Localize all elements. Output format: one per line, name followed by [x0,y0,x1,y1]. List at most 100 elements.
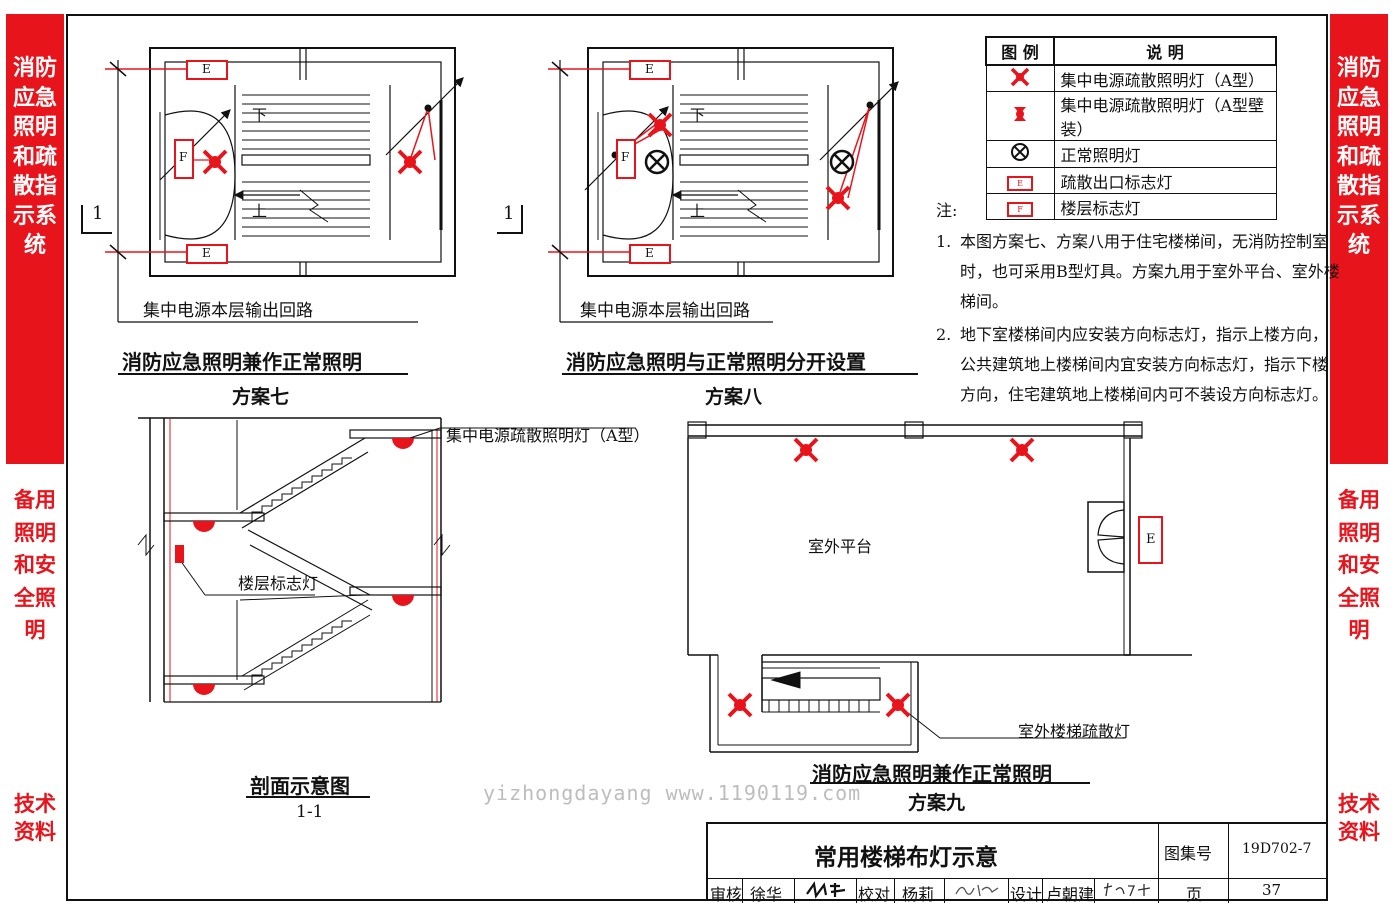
plan7-exit-sign-glyph: E [202,246,211,260]
legend-header-symbol: 图 例 [985,36,1055,66]
designer-name: 卢朝建 [1046,885,1095,904]
plan8-caption: 消防应急照明与正常照明分开设置 [566,350,866,374]
sidebar-section-bottom: 技术资料 [6,786,64,901]
plan9-exit-sign-glyph: E [1146,532,1156,547]
section-caption: 剖面示意图 [250,774,350,798]
page-number: 37 [1262,881,1282,899]
legend-header: 图 例 说 明 [985,36,1277,66]
legend-desc: 楼层标志灯 [1053,193,1277,220]
plan8-section-mark: 1 [503,203,515,224]
sidebar-section-top: 消防应急照明和疏散指示系统 [6,14,64,464]
legend-desc: 正常照明灯 [1053,140,1277,168]
sidebar-section-top: 消防应急照明和疏散指示系统 [1330,14,1388,464]
plan7-floor-sign-glyph: F [179,150,188,164]
section-mark: 1-1 [296,802,324,822]
watermark: yizhongdayang www.1190119.com [483,781,862,805]
plan8-floor-sign-icon [616,139,636,179]
designer-signature [1103,882,1151,897]
atlas-label: 图集号 [1164,844,1213,863]
caption-underlines [118,373,1090,798]
sidebar-section-mid: 备用照明和安全照明 [1330,476,1388,776]
plan7-lamp-icon [397,149,423,175]
legend-row: 集中电源疏散照明灯（A型壁装） [985,91,1277,141]
page-label: 页 [1186,885,1203,904]
plan8-exit-sign-bottom-icon [629,244,671,264]
design-label: 设计 [1010,885,1043,904]
legend-table: 图 例 说 明 集中电源疏散照明灯（A型） 集中电源疏散照明灯（A型壁装） 正常… [985,36,1277,220]
legend-row: 集中电源疏散照明灯（A型） [985,64,1277,92]
plan7-down-label: 下 [252,106,268,124]
plan8-up-label: 上 [690,202,706,220]
exit-sign-icon: E [1007,175,1033,191]
reviewer-signature [806,881,846,899]
plan8-scheme: 方案八 [705,386,763,408]
floor-sign-icon: F [1007,201,1033,217]
plan9-drawing [687,421,1192,753]
plan8-normal-light-icon [829,149,855,175]
plan7-drawing [81,47,464,323]
plan8-wall-lamp-icon [825,185,851,211]
plan8-drawing [497,47,899,323]
note-line: 时，也可采用B型灯具。方案九用于室外平台、室外楼 [960,262,1340,281]
legend-header-desc: 说 明 [1053,36,1277,66]
plan8-exit-sign-glyph: E [645,62,654,76]
plan7-exit-sign-bottom-icon [186,244,228,264]
check-label: 校对 [858,885,891,904]
plan7-section-mark: 1 [92,203,104,224]
plan8-exit-sign-glyph: E [645,246,654,260]
legend-row: 正常照明灯 [985,140,1277,168]
sidebar-section-mid: 备用照明和安全照明 [6,476,64,776]
reviewer-name: 徐华 [750,885,783,904]
plan9-stair-lamp-icon [727,692,753,718]
plan9-exit-sign-icon [1138,516,1163,564]
section-floor-sign-label: 楼层标志灯 [238,574,319,593]
note-line: 本图方案七、方案八用于住宅楼梯间，无消防控制室 [960,232,1329,251]
checker-name: 杨莉 [902,885,935,904]
lamp-a-icon [1010,67,1030,86]
plan7-lamp-icon [202,149,228,175]
plan8-floor-sign-glyph: F [621,150,630,164]
sheet-title: 常用楼梯布灯示意 [814,844,998,871]
title-block: 常用楼梯布灯示意 图集号 19D702-7 审核 徐华 校对 杨莉 设计 卢朝建… [706,822,1328,904]
plan9-stair-lamp-label: 室外楼梯疏散灯 [1018,722,1131,741]
plan9-stair-lamp-icon [885,692,911,718]
section-drawing [137,417,635,703]
plan7-up-label: 上 [252,202,268,220]
plan9-platform-label: 室外平台 [808,537,873,556]
plan8-exit-sign-top-icon [629,60,671,80]
note-item: 1. 本图方案七、方案八用于住宅楼梯间，无消防控制室 时，也可采用B型灯具。方案… [936,227,1340,311]
checker-signature [955,884,999,897]
legend-row: F 楼层标志灯 [985,193,1277,220]
plan9-caption: 消防应急照明兼作正常照明 [812,762,1052,786]
plan9-lamp-icon [1009,437,1035,463]
plan9-lamp-icon [793,437,819,463]
section-lamp-label: 集中电源疏散照明灯（A型） [446,426,650,445]
note-item: 2. 地下室楼梯间内应安装方向标志灯，指示上楼方向， 公共建筑地上楼梯间内宜安装… [936,320,1328,404]
plan9-scheme: 方案九 [908,792,966,814]
atlas-number: 19D702-7 [1242,841,1312,857]
plan8-circuit-label: 集中电源本层输出回路 [580,301,750,321]
note-line: 梯间。 [960,292,1009,311]
plan7-stair-treads [242,94,370,237]
legend-desc: 集中电源疏散照明灯（A型） [1053,64,1277,92]
note-line: 方向，住宅建筑地上楼梯间内可不装设方向标志灯。 [960,385,1329,404]
note-number: 2. [936,325,952,344]
legend-desc: 集中电源疏散照明灯（A型壁装） [1053,91,1277,141]
note-line: 地下室楼梯间内应安装方向标志灯，指示上楼方向， [960,325,1329,344]
drawing-frame [66,14,1328,901]
plan8-normal-light-icon [644,149,670,175]
legend-desc: 疏散出口标志灯 [1053,167,1277,194]
review-label: 审核 [710,885,743,904]
legend-row: E 疏散出口标志灯 [985,167,1277,194]
plan8-stair-treads [680,94,808,237]
notes-title: 注: [936,201,958,220]
sidebar-section-bottom: 技术资料 [1330,786,1388,901]
lamp-a-wall-icon [1014,107,1026,121]
normal-light-icon [1011,143,1029,161]
plan7-scheme: 方案七 [232,386,290,408]
plan7-circuit-label: 集中电源本层输出回路 [143,301,313,321]
plan8-down-label: 下 [690,106,706,124]
note-line: 公共建筑地上楼梯间内宜安装方向标志灯，指示下楼 [960,355,1329,374]
plan7-exit-sign-glyph: E [202,62,211,76]
